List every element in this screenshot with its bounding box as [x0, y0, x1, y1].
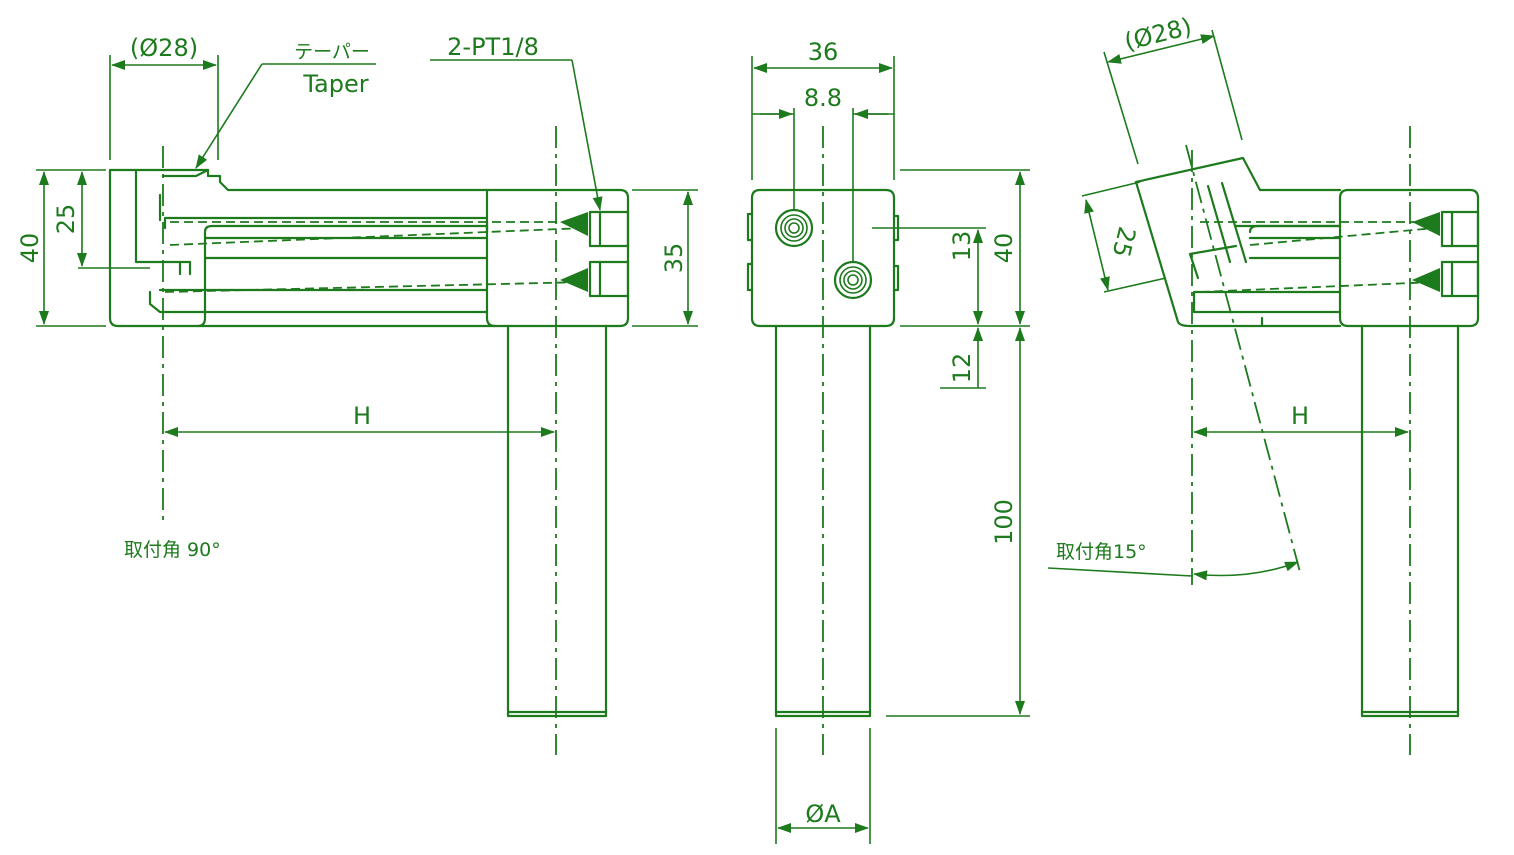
pt-leader [571, 59, 603, 211]
ext-35 [632, 189, 698, 327]
taper-nose [161, 168, 210, 178]
ext-left-vert [36, 169, 150, 327]
label-25-left: 25 [52, 204, 80, 235]
label-13: 13 [948, 231, 976, 262]
label-25-right: 25 [1106, 224, 1141, 260]
dim-dia28-right [1107, 34, 1215, 64]
label-40-mid: 40 [990, 233, 1018, 264]
label-diaA: ØA [805, 800, 841, 828]
right-channels-lower [1192, 290, 1342, 314]
label-h-right: H [1291, 402, 1309, 430]
right-flow-3 [1199, 281, 1436, 293]
dim-angle15 [1193, 561, 1299, 581]
ext-diaA [775, 728, 871, 844]
right-centerline-tilted [1185, 144, 1301, 573]
ext-8-8 [793, 108, 854, 262]
label-h-left: H [353, 402, 371, 430]
channel-upper [163, 216, 489, 230]
flow-arrow-lower [560, 268, 588, 292]
port-upper [774, 208, 814, 248]
tube [506, 324, 608, 718]
label-36: 36 [808, 38, 839, 66]
front-view: 36 8.8 13 40 12 100 ØA [746, 38, 1030, 844]
dim-25-right [1084, 199, 1110, 291]
tilted-nose-side [1134, 180, 1192, 328]
right-flow-2 [1249, 227, 1436, 246]
right-flow-arrow-lower [1412, 268, 1440, 292]
end-block [485, 188, 497, 328]
fitting-upper [588, 210, 630, 248]
label-12: 12 [948, 353, 976, 384]
label-angle15: 取付角15° [1056, 541, 1147, 563]
left-view: (Ø28) テーパー Taper 2-PT1/8 40 25 35 H 取付角 … [16, 33, 698, 755]
ext-right-vert [872, 169, 1030, 717]
flow-arrow-upper [560, 212, 588, 236]
label-pt: 2-PT1/8 [447, 33, 539, 61]
label-8-8: 8.8 [804, 84, 842, 112]
arm-outline [108, 168, 630, 328]
right-view: (Ø28) 25 H 取付角15° [1047, 12, 1480, 755]
ext-36 [751, 56, 895, 180]
flow-line-2 [169, 227, 586, 246]
channel-mid [203, 220, 489, 260]
ext-25-right [1081, 181, 1167, 293]
label-taper-jp: テーパー [294, 41, 370, 63]
ext-dia28-right [1103, 29, 1243, 165]
label-40-left: 40 [16, 233, 44, 264]
side-tabs-left [746, 212, 754, 292]
right-fitting-lower [1440, 260, 1480, 298]
right-end-block [1338, 188, 1480, 328]
port-lower [833, 260, 873, 300]
ext-dia28 [109, 55, 219, 160]
fitting-lower [588, 260, 630, 298]
right-channels-upper [1234, 224, 1342, 260]
taper-leader [195, 63, 263, 169]
flow-line-3 [164, 281, 586, 293]
label-dia28-left: (Ø28) [130, 34, 198, 62]
tilted-nose-top [1134, 156, 1262, 192]
front-block [750, 188, 896, 328]
label-100: 100 [990, 499, 1018, 545]
angle-leader [1047, 567, 1193, 577]
label-taper-en: Taper [302, 70, 368, 98]
label-35: 35 [660, 243, 688, 274]
inner-bore-box [196, 224, 489, 328]
right-fitting-upper [1440, 210, 1480, 248]
channel-lower-tip [148, 290, 489, 314]
right-flow-arrow-upper [1412, 212, 1440, 236]
label-angle90: 取付角 90° [124, 539, 221, 561]
